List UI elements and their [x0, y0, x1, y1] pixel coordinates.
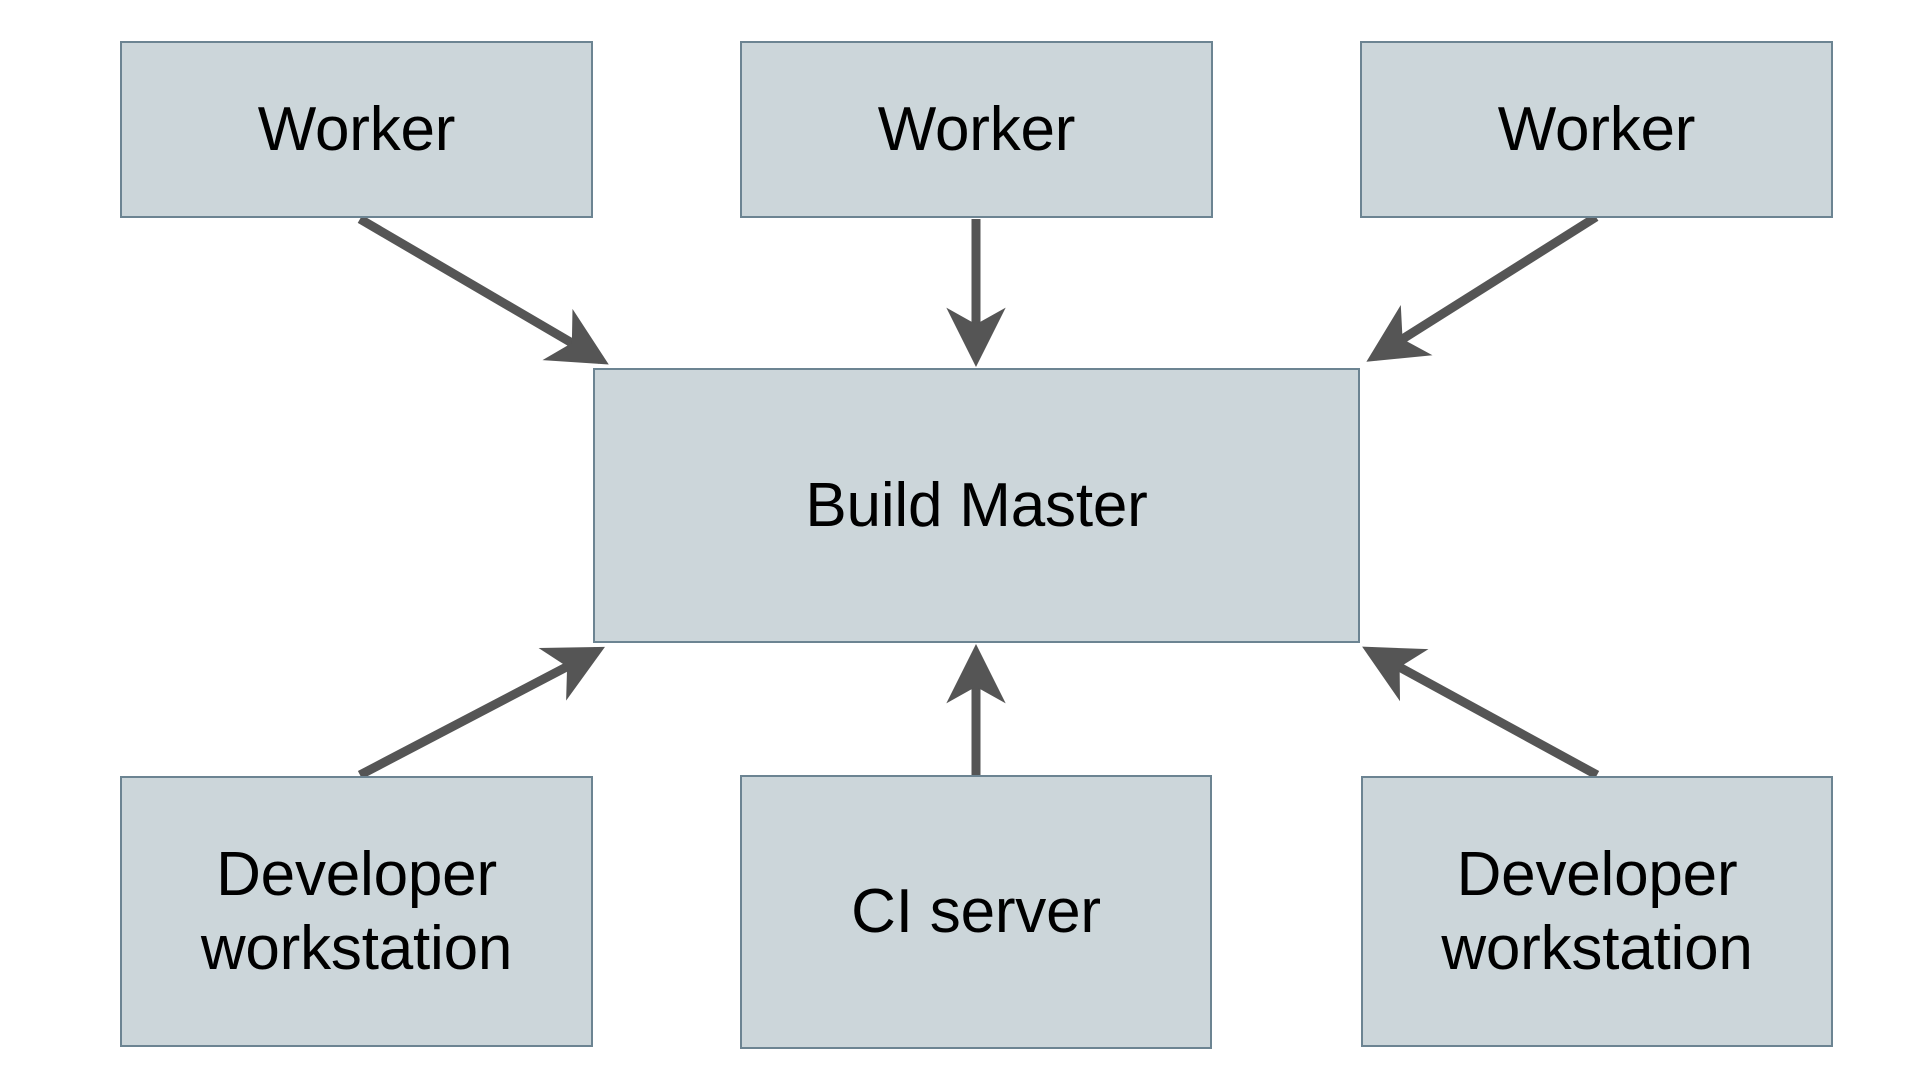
node-worker-2[interactable]: Worker — [740, 41, 1213, 218]
node-dev-workstation-left-label: Developer workstation — [200, 840, 513, 983]
node-build-master-label: Build Master — [805, 470, 1148, 540]
node-worker-1-label: Worker — [257, 94, 456, 164]
node-dev-workstation-right-label: Developer workstation — [1441, 840, 1753, 983]
edge-worker-3-to-master — [1366, 213, 1599, 362]
node-dev-workstation-left[interactable]: Developer workstation — [120, 776, 593, 1047]
node-dev-workstation-right[interactable]: Developer workstation — [1361, 776, 1833, 1047]
edge-dev-ws-right-to-master — [1362, 646, 1600, 779]
node-worker-2-label: Worker — [877, 94, 1076, 164]
edge-dev-ws-left-to-master — [357, 646, 605, 779]
node-worker-3-label: Worker — [1497, 94, 1696, 164]
node-ci-server-label: CI server — [851, 877, 1101, 947]
node-build-master[interactable]: Build Master — [593, 368, 1360, 643]
node-worker-1[interactable]: Worker — [120, 41, 593, 218]
node-worker-3[interactable]: Worker — [1360, 41, 1833, 218]
node-ci-server[interactable]: CI server — [740, 775, 1212, 1049]
edge-worker-1-to-master — [357, 215, 609, 365]
